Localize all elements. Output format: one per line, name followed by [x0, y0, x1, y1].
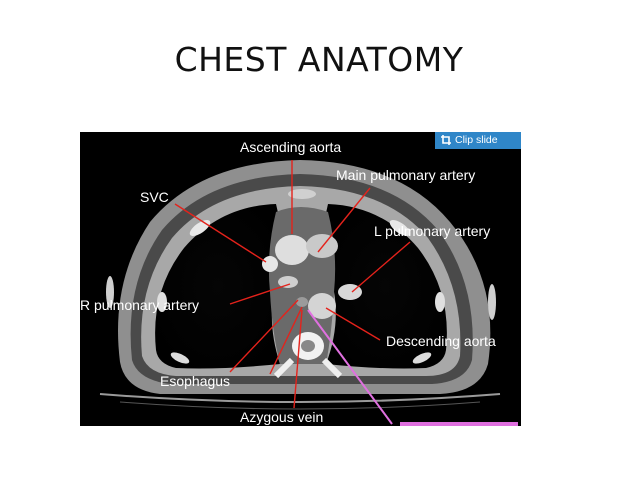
- ct-scan-image: Ascending aorta Main pulmonary artery SV…: [80, 132, 521, 426]
- ct-scan-figure: Ascending aorta Main pulmonary artery SV…: [80, 132, 521, 426]
- descending-aorta: [308, 293, 336, 319]
- pointer-line: [307, 309, 393, 425]
- annotation-arrows: [174, 160, 411, 409]
- ascending-aorta: [275, 235, 309, 265]
- label-descending-aorta: Descending aorta: [386, 333, 496, 349]
- label-svc: SVC: [140, 189, 169, 205]
- svc: [262, 256, 278, 272]
- label-main-pulmonary-artery: Main pulmonary artery: [336, 167, 475, 183]
- label-l-pulmonary-artery: L pulmonary artery: [374, 223, 490, 239]
- label-azygous-vein: Azygous vein: [240, 409, 323, 425]
- pointer-bar: [400, 422, 518, 426]
- left-lung: [323, 204, 447, 369]
- label-ascending-aorta: Ascending aorta: [240, 139, 341, 155]
- clip-slide-label: Clip slide: [455, 134, 498, 146]
- clip-slide-button[interactable]: Clip slide: [435, 132, 521, 149]
- right-pulmonary-artery: [278, 276, 298, 288]
- label-r-pulmonary-artery: R pulmonary artery: [80, 297, 199, 313]
- slide-title: CHEST ANATOMY: [174, 40, 464, 79]
- clip-icon: [441, 135, 451, 145]
- right-lung: [155, 204, 281, 369]
- label-esophagus: Esophagus: [160, 373, 230, 389]
